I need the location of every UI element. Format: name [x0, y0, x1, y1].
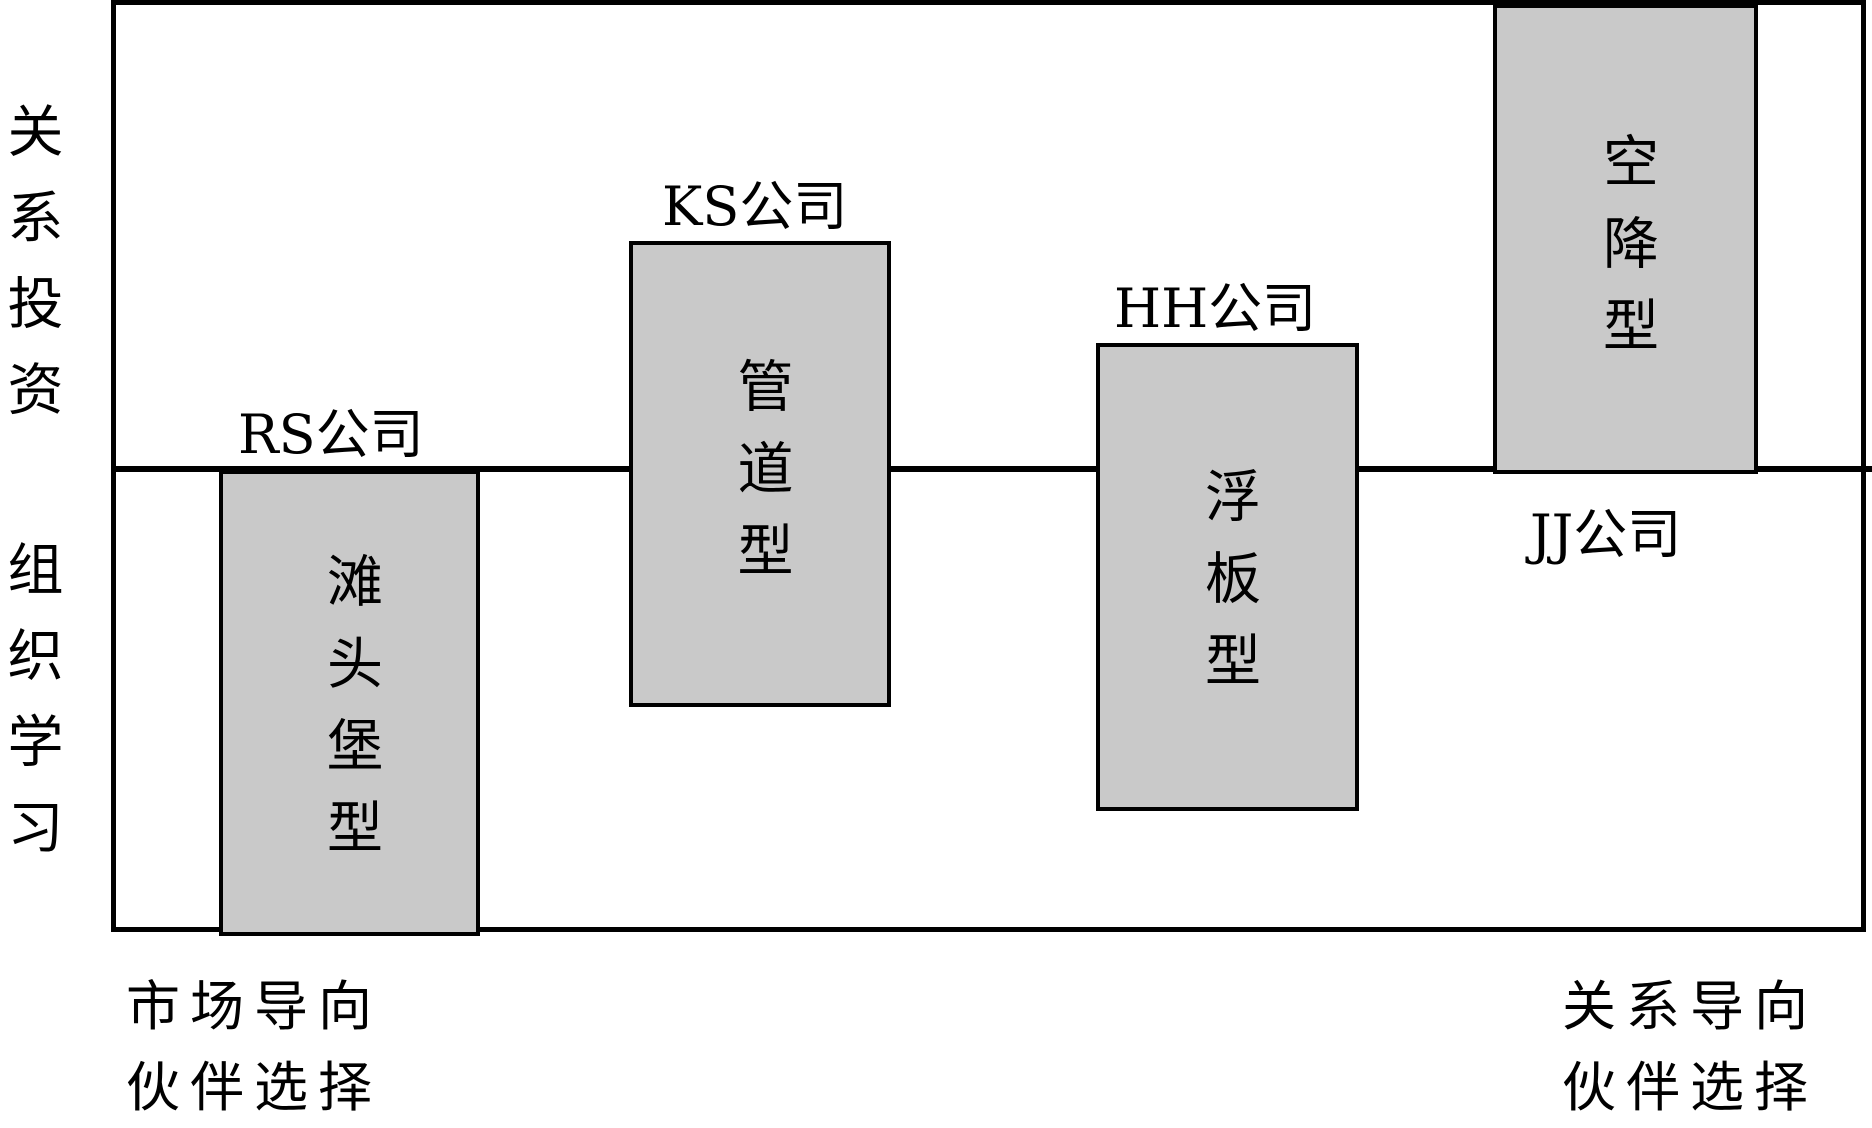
type-label-airborne: 空降型 — [1593, 132, 1659, 378]
y-axis-upper-label: 关系投资 — [0, 102, 63, 446]
x-axis-right-label: 关系导向 伙伴选择 — [1562, 966, 1818, 1128]
type-label-floating-board: 浮板型 — [1195, 467, 1261, 713]
y-axis-lower-label: 组织学习 — [0, 540, 63, 884]
company-label-hh: HH公司 — [1114, 277, 1317, 340]
type-box-airborne: 空降型 — [1493, 4, 1758, 474]
type-box-beachhead: 滩头堡型 — [219, 470, 480, 936]
x-axis-left-line2: 伙伴选择 — [126, 1056, 382, 1119]
type-label-beachhead: 滩头堡型 — [317, 552, 383, 880]
x-axis-right-line2: 伙伴选择 — [1562, 1056, 1818, 1119]
x-axis-left-line1: 市场导向 — [126, 975, 382, 1038]
x-axis-right-line1: 关系导向 — [1562, 975, 1818, 1038]
company-label-rs: RS公司 — [238, 403, 424, 466]
type-box-floating-board: 浮板型 — [1096, 343, 1359, 811]
type-box-pipeline: 管道型 — [629, 241, 891, 707]
company-label-ks: KS公司 — [662, 175, 848, 238]
x-axis-left-label: 市场导向 伙伴选择 — [126, 966, 382, 1128]
divider-line — [111, 466, 1872, 472]
company-label-jj: JJ公司 — [1530, 503, 1682, 566]
type-label-pipeline: 管道型 — [728, 357, 793, 603]
